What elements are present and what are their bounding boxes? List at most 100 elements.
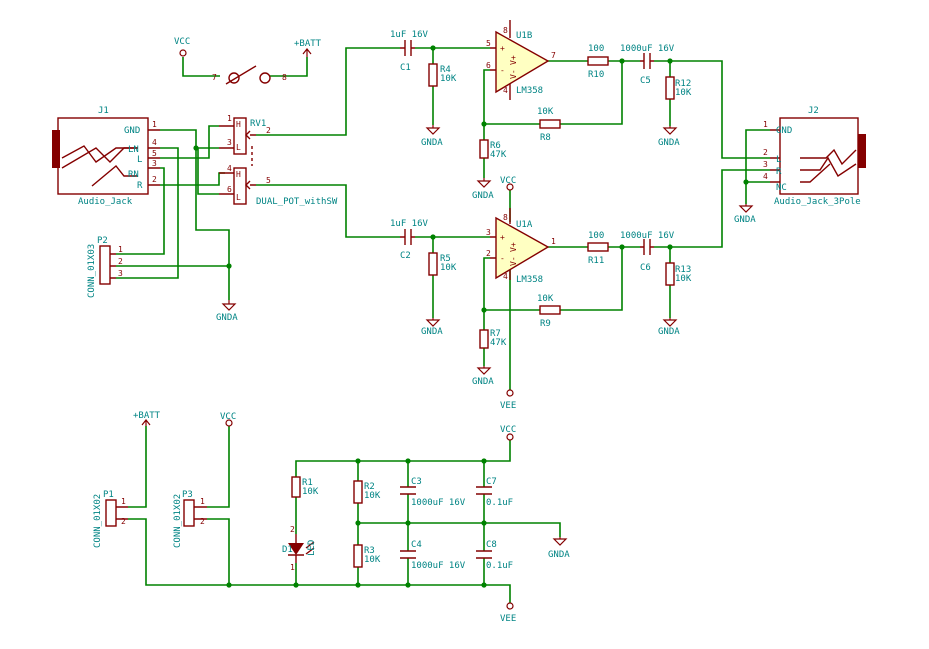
capacitor-c1: 1uF 16V C1 [390,30,429,73]
resistor-r3: R3 10K [353,544,381,568]
u1a-pin-8: 8 [503,213,508,222]
u1a-plus-mark: + [500,233,505,242]
u1b-pin-4: 4 [503,86,508,95]
capacitor-c3: C3 1000uF 16V [400,477,466,508]
r4-value: 10K [440,74,457,84]
vcc-symbol: VCC [500,425,516,441]
u1a-minus-mark: - [500,254,505,263]
resistor-r2: R2 10K [353,480,381,504]
r13-ref: R13 [675,265,691,275]
resistor-r7: R7 47K [479,329,507,349]
capacitor-c4: C4 1000uF 16V [400,540,466,571]
u1b-vplus-mark: V+ [509,55,518,65]
r7-ref: R7 [490,329,501,339]
p3-pin-1: 1 [200,497,205,506]
j2-pin-4: 4 [763,172,768,181]
r8-ref: R8 [540,133,551,143]
resistor-r10: 100 R10 [587,44,609,80]
r8-value: 10K [537,107,554,117]
r11-ref: R11 [588,256,604,266]
vcc-label: VCC [220,412,236,422]
rv1-value: DUAL_POT_withSW [256,197,338,207]
d1-value: LED [307,540,317,556]
connector-p1: P1 CONN_01X02 1 2 [93,490,128,548]
j1-pin-1: 1 [152,120,157,129]
r10-value: 100 [588,44,604,54]
opamp-u1b: + - V+ V- 5 6 7 8 4 U1B LM358 [486,20,556,100]
sw-pin-7: 7 [212,73,217,82]
c3-value: 1000uF 16V [411,498,466,508]
p3-pin-2: 2 [200,517,205,526]
gnda-symbol: GNDA [421,318,443,337]
resistor-r5: R5 10K [428,252,457,276]
r5-value: 10K [440,263,457,273]
j1-pin-2: 2 [152,175,157,184]
capacitor-c8: C8 0.1uF [476,540,513,571]
j2-pin-1: 1 [763,120,768,129]
c1-ref: C1 [400,63,411,73]
rv1-pin-3: 3 [227,138,232,147]
junctions [193,45,749,588]
p2-pin-2: 2 [118,257,123,266]
capacitor-c5: 1000uF 16V C5 [620,44,675,86]
svg-text:L: L [236,193,241,202]
rv1-pin-4: 4 [227,164,232,173]
gnda-label: GNDA [734,215,756,225]
p2-pin-3: 3 [118,269,123,278]
r2-value: 10K [364,491,381,501]
d1-ref: D1 [282,545,293,555]
u1b-vminus-mark: V- [509,69,518,79]
j2-label-r: R [776,167,782,177]
vcc-label: VCC [174,37,190,47]
p3-ref: P3 [182,490,193,500]
p1-ref: P1 [103,490,114,500]
c8-ref: C8 [486,540,497,550]
r2-ref: R2 [364,482,375,492]
c7-ref: C7 [486,477,497,487]
j2-label-nc: NC [776,183,787,193]
c2-value: 1uF 16V [390,219,429,229]
u1b-pin-7: 7 [551,51,556,60]
gnda-label: GNDA [548,550,570,560]
j1-label-rn: RN [128,170,139,180]
c5-ref: C5 [640,76,651,86]
j1-label-r: R [137,181,143,191]
u1a-vminus-mark: V- [509,256,518,266]
r1-value: 10K [302,487,319,497]
gnda-label: GNDA [658,138,680,148]
gnda-symbol: GNDA [658,318,680,337]
vcc-symbol: VCC [500,176,516,191]
vee-label: VEE [500,614,516,624]
p1-value: CONN_01X02 [93,494,103,548]
c1-value: 1uF 16V [390,30,429,40]
batt-symbol: +BATT [294,39,322,57]
gnda-label: GNDA [216,313,238,323]
svg-text:L: L [236,143,241,152]
d1-pin-1: 1 [290,563,295,572]
c4-value: 1000uF 16V [411,561,466,571]
r3-value: 10K [364,555,381,565]
u1a-pin-3: 3 [486,228,491,237]
j1-ref: J1 [98,106,109,116]
c6-value: 1000uF 16V [620,231,675,241]
r3-ref: R3 [364,546,375,556]
r12-ref: R12 [675,79,691,89]
u1a-pin-1: 1 [551,237,556,246]
u1a-ref: U1A [516,220,533,230]
p3-value: CONN_01X02 [173,494,183,548]
u1b-plus-mark: + [500,44,505,53]
sw-pin-8: 8 [282,73,287,82]
u1a-value: LM358 [516,275,543,285]
u1a-pin-2: 2 [486,249,491,258]
resistor-r6: R6 47K [479,139,507,160]
svg-text:H: H [236,120,241,129]
j2-value: Audio_Jack_3Pole [774,197,861,207]
p1-pin-1: 1 [121,497,126,506]
u1b-pin-8: 8 [503,26,508,35]
j1-pin-5: 5 [152,149,157,158]
rv1-pin-1: 1 [227,114,232,123]
p2-pin-1: 1 [118,245,123,254]
gnda-label: GNDA [421,327,443,337]
u1b-pin-5: 5 [486,39,491,48]
dual-pot-rv1: H L H L RV1 DUAL_POT_withSW 1 3 2 4 6 5 [219,114,338,207]
